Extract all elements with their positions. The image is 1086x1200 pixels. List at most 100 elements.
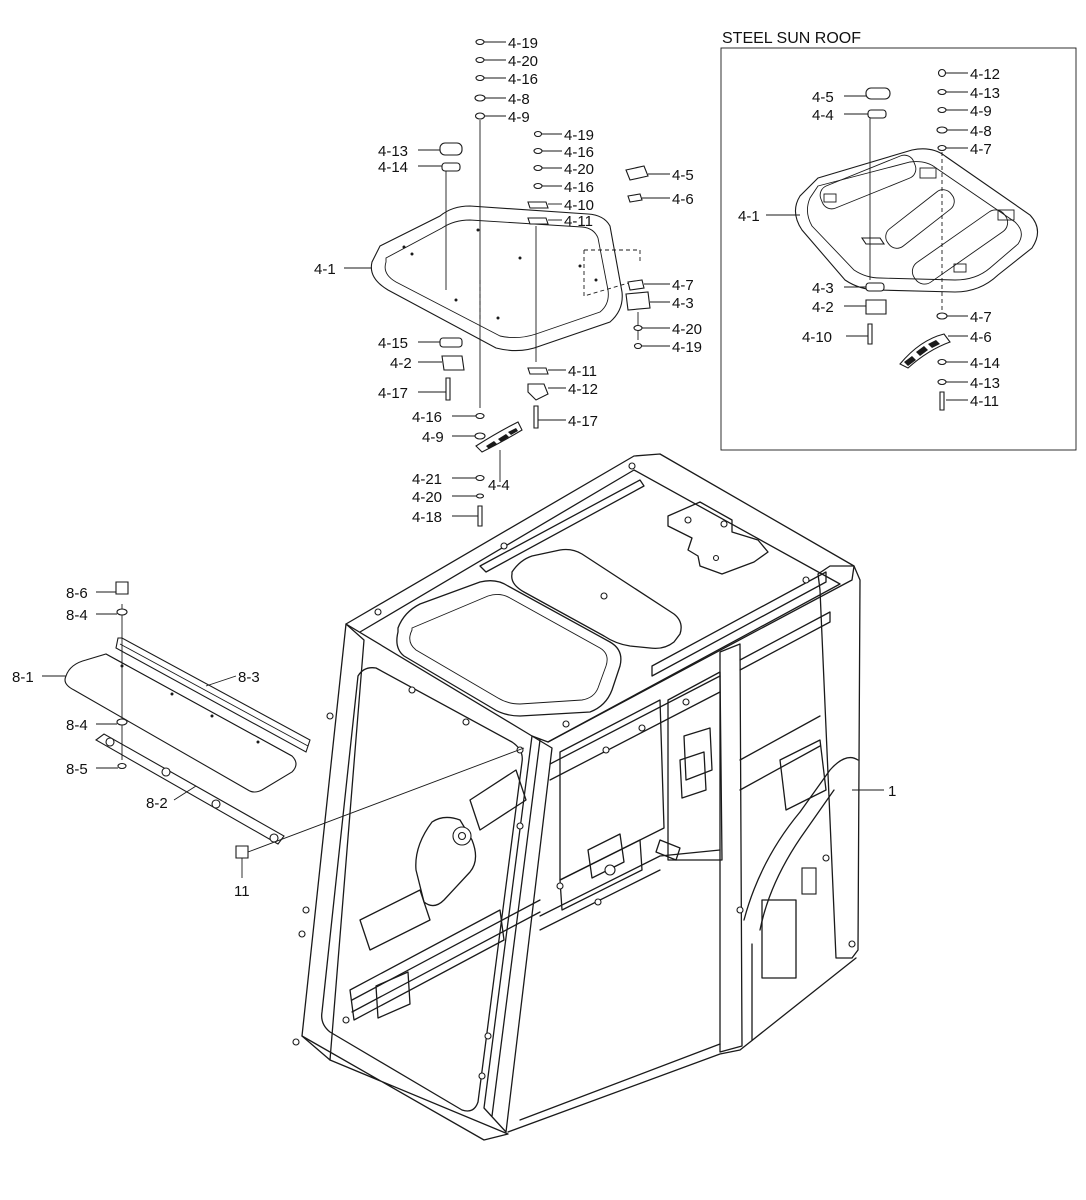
label-c1: 1: [888, 783, 896, 800]
part-43: [625, 291, 651, 311]
label-m417b: 4-17: [568, 413, 598, 430]
cab-door-panel: [761, 899, 797, 979]
label-c11: 11: [234, 883, 250, 900]
cab-rear-wall: [559, 699, 665, 881]
steel-sun-roof-inset: STEEL SUN ROOF 4-12 4-13 4-9: [720, 30, 1077, 451]
label-s411: 4-11: [970, 393, 999, 410]
label-s47a: 4-7: [970, 141, 992, 158]
cab-bolts: [292, 462, 856, 1080]
s-stopper: [865, 87, 891, 100]
label-m419c: 4-19: [672, 339, 702, 356]
label-m414: 4-14: [378, 159, 408, 176]
cab-right-front-pillar: [483, 735, 553, 1133]
stopper-413: [439, 142, 463, 156]
sunroof-hinge-dash: [583, 249, 641, 297]
bracket-42: [441, 355, 465, 371]
label-c83: 8-3: [238, 669, 260, 686]
s-spring-washer: [937, 88, 947, 96]
label-c82: 8-2: [146, 795, 168, 812]
s-washer-2: [937, 358, 947, 366]
cab-roof-opening-front: [396, 580, 622, 717]
cab-rear-pillar: [817, 565, 861, 959]
s-flat-washer: [936, 126, 948, 134]
bracket-82: [95, 733, 285, 845]
label-c85: 8-5: [66, 761, 88, 778]
cab-left-front-pillar: [301, 623, 365, 1061]
roof-tab: [823, 193, 837, 203]
part-47: [627, 279, 645, 291]
visor-81: [64, 653, 297, 793]
steel-roof-plate: [794, 148, 1039, 293]
label-s414: 4-14: [970, 355, 1000, 372]
cab-door-latch: [801, 867, 817, 895]
s-collar-lower: [936, 312, 948, 320]
cab-center-pillar: [719, 643, 743, 1053]
label-s42: 4-2: [812, 299, 834, 316]
label-m49b: 4-9: [422, 429, 444, 446]
cab-roof-inner-edge: [359, 469, 841, 743]
label-m420d: 4-20: [412, 489, 442, 506]
label-c84a: 8-4: [66, 607, 88, 624]
bolt-86: [115, 581, 129, 595]
plate-414: [441, 162, 461, 172]
label-s413b: 4-13: [970, 375, 1000, 392]
label-c81: 8-1: [12, 669, 34, 686]
roof-hinge: [997, 209, 1015, 221]
cab-front-window: [321, 667, 523, 1112]
s-washer: [937, 106, 947, 114]
label-m410: 4-10: [564, 197, 594, 214]
label-m49a: 4-9: [508, 109, 530, 126]
label-m41: 4-1: [314, 261, 336, 278]
label-s413a: 4-13: [970, 85, 1000, 102]
label-m46: 4-6: [672, 191, 694, 208]
label-c86: 8-6: [66, 585, 88, 602]
label-m416c: 4-16: [564, 179, 594, 196]
bolt-11: [235, 845, 249, 859]
steel-roof-plate-lip: [807, 161, 1022, 281]
bolt-417b: [533, 405, 539, 429]
plate-415: [439, 337, 463, 348]
label-s49: 4-9: [970, 103, 992, 120]
label-m411a: 4-11: [564, 213, 593, 230]
label-m412: 4-12: [568, 381, 598, 398]
label-m416a: 4-16: [508, 71, 538, 88]
bolt-417a: [445, 377, 451, 401]
roof-slot-2: [885, 189, 955, 249]
label-m416d: 4-16: [412, 409, 442, 426]
label-s412: 4-12: [970, 66, 1000, 83]
s-collar: [937, 144, 947, 152]
sunroof-glass-panel: [370, 205, 623, 352]
s-handle-grip: [904, 340, 940, 366]
roof-tab-2: [953, 263, 967, 273]
label-m418: 4-18: [412, 509, 442, 526]
s-bolt: [939, 391, 945, 411]
label-m44: 4-4: [488, 477, 510, 494]
label-s46: 4-6: [970, 329, 992, 346]
s-bolt-cap: [937, 68, 947, 78]
label-m413: 4-13: [378, 143, 408, 160]
label-m47: 4-7: [672, 277, 694, 294]
roof-slot-3: [911, 209, 1009, 285]
label-s47b: 4-7: [970, 309, 992, 326]
label-s410: 4-10: [802, 329, 832, 346]
label-m420b: 4-20: [564, 161, 594, 178]
label-s48: 4-8: [970, 123, 992, 140]
label-m45: 4-5: [672, 167, 694, 184]
label-m416b: 4-16: [564, 144, 594, 161]
s-spring-washer-2: [937, 378, 947, 386]
label-m419a: 4-19: [508, 35, 538, 52]
inset-frame: [720, 47, 1077, 451]
inset-title: STEEL SUN ROOF: [722, 30, 861, 47]
label-m417a: 4-17: [378, 385, 408, 402]
sun-visor-assembly: 8-6 8-4 8-1 8-3 8-4 8-5 8-2 11 1: [12, 581, 896, 900]
label-m411b: 4-11: [568, 363, 597, 380]
label-m42: 4-2: [390, 355, 412, 372]
cab-roof-opening-rear: [511, 548, 682, 650]
part-45: [625, 165, 649, 181]
bracket-412: [527, 383, 549, 401]
s-bolt-2: [867, 323, 873, 345]
s-plate: [867, 109, 887, 119]
label-s41: 4-1: [738, 208, 760, 225]
label-s44: 4-4: [812, 107, 834, 124]
